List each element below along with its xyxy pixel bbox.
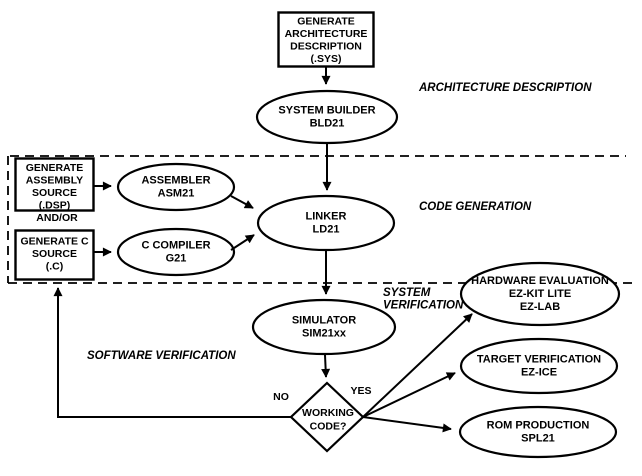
- rom-production-label: ROM PRODUCTION: [487, 420, 590, 432]
- generate-c-label: (.C): [46, 261, 64, 273]
- target-verification-label: TARGET VERIFICATION: [477, 354, 601, 366]
- generate-c-label: SOURCE: [32, 248, 77, 260]
- linker-label: LD21: [313, 224, 340, 236]
- hardware-evaluation-label: EZ-LAB: [520, 301, 560, 313]
- linker-label: LINKER: [306, 211, 347, 223]
- hardware-evaluation-label: EZ-KIT LITE: [509, 288, 571, 300]
- generate-architecture-label: GENERATE: [297, 16, 355, 28]
- arrow-yes-to-target-verification: [362, 372, 456, 418]
- generate-assembly-label: (.DSP): [39, 200, 71, 212]
- yes-branch-label: YES: [350, 385, 371, 397]
- generate-assembly-label: SOURCE: [32, 187, 77, 199]
- arrow-simulator-to-workingcode: [321, 354, 331, 378]
- c-compiler-label: C COMPILER: [141, 240, 210, 252]
- node-generate-c-box: [14, 229, 95, 281]
- target-verification-label: EZ-ICE: [521, 367, 557, 379]
- generate-assembly-label: ASSEMBLY: [26, 175, 83, 187]
- section-label-system-verification: SYSTEM: [383, 287, 431, 299]
- generate-c-label: GENERATE C: [20, 236, 88, 248]
- node-simulator-ellipse: [251, 298, 397, 356]
- system-builder-label: BLD21: [310, 118, 345, 130]
- node-linker-ellipse: [256, 194, 396, 252]
- simulator-label: SIM21xx: [302, 328, 347, 340]
- node-target-verification-ellipse: [459, 337, 619, 395]
- no-branch-label: NO: [273, 391, 289, 403]
- section-label-system-verification: VERIFICATION: [383, 300, 464, 312]
- arrow-no-loopback-to-source: [53, 287, 291, 418]
- generate-assembly-label: GENERATE: [26, 162, 84, 174]
- node-working-code-diamond: [289, 381, 365, 453]
- simulator-label: SIMULATOR: [292, 315, 356, 327]
- node-hardware-evaluation-ellipse: [459, 261, 621, 327]
- rom-production-label: SPL21: [521, 433, 555, 445]
- generate-architecture-label: (.SYS): [311, 53, 342, 65]
- arrow-yes-to-hardware-evaluation: [362, 313, 473, 418]
- and-or-label: AND/OR: [36, 212, 78, 224]
- node-rom-production-ellipse: [458, 405, 618, 459]
- arrow-yes-to-rom-production: [362, 416, 452, 433]
- section-label-software-verification: SOFTWARE VERIFICATION: [87, 350, 236, 362]
- node-generate-assembly-box: [14, 157, 95, 212]
- arrow-assembler-to-linker: [230, 195, 254, 209]
- assembler-label: ASSEMBLER: [141, 175, 210, 187]
- node-system-builder-ellipse: [255, 89, 399, 145]
- assembler-label: ASM21: [158, 188, 195, 200]
- c-compiler-label: G21: [166, 253, 187, 265]
- section-label-architecture-description: ARCHITECTURE DESCRIPTION: [418, 82, 592, 94]
- node-generate-architecture-box: [277, 11, 375, 68]
- node-assembler-ellipse: [116, 162, 236, 212]
- working-code-label: WORKING: [302, 407, 354, 419]
- working-code-label: CODE?: [310, 421, 347, 433]
- hardware-evaluation-label: HARDWARE EVALUATION: [471, 275, 609, 287]
- arrow-ccompiler-to-linker: [230, 234, 255, 251]
- system-builder-label: SYSTEM BUILDER: [278, 105, 375, 117]
- node-c-compiler-ellipse: [116, 227, 236, 277]
- section-label-code-generation: CODE GENERATION: [419, 201, 532, 213]
- generate-architecture-label: ARCHITECTURE: [285, 28, 368, 40]
- generate-architecture-label: DESCRIPTION: [290, 41, 362, 53]
